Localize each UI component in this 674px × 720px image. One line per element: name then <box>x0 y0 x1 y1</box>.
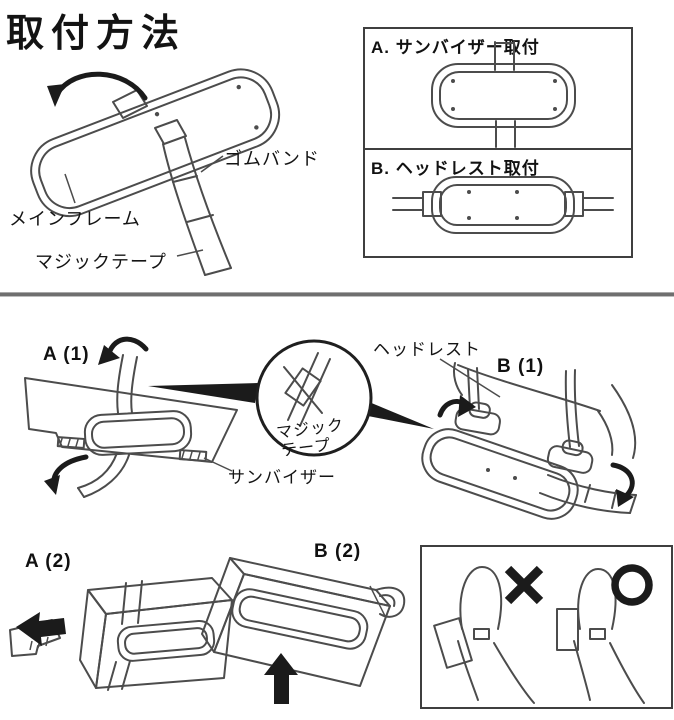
correct-mark-icon <box>611 564 653 606</box>
bottom-steps-illustration <box>9 557 406 704</box>
rotate-arrow-right-icon <box>610 462 635 507</box>
rubber-band-label: ゴムバンド <box>224 149 320 169</box>
sun-visor-leader <box>203 457 233 472</box>
band-on-tube <box>112 89 148 119</box>
main-frame-label: メインフレーム <box>9 209 141 229</box>
rotate-arrow-top-icon <box>98 336 149 365</box>
slide-left-arrow-icon <box>16 612 66 646</box>
headrest-mount-diagram <box>392 176 614 234</box>
main-frame-illustration <box>30 68 281 276</box>
usage-caution-drawing <box>433 564 653 704</box>
mounting-options-box: A. サンバイザー取付 B. ヘッドレスト取付 <box>363 27 633 258</box>
callout-pointer-left <box>148 383 258 403</box>
rotate-arrow-bottom-icon <box>44 454 89 495</box>
push-up-arrow-icon <box>264 653 298 704</box>
step-b1-label: B (1) <box>497 356 545 377</box>
wrap-arrow-icon <box>47 71 148 107</box>
option-a-cell: A. サンバイザー取付 <box>365 29 631 150</box>
headrest-caption: ヘッドレスト <box>373 340 481 359</box>
callout-pointer-right <box>368 402 434 429</box>
box-on-visor-drawing <box>9 577 233 691</box>
step-a1-label: A (1) <box>43 344 90 365</box>
wrong-example-drawing <box>433 565 544 704</box>
usage-caution-box <box>420 545 673 709</box>
correct-example-drawing <box>556 564 653 704</box>
wrong-mark-icon <box>504 565 544 605</box>
headrest-leader <box>439 358 501 398</box>
magic-tape-label: マジックテープ <box>35 252 167 272</box>
page-title: 取付方法 <box>6 13 187 55</box>
middle-steps-illustration <box>24 336 637 520</box>
sun-visor-caption: サンバイザー <box>228 468 336 487</box>
detail-callout-circle <box>148 339 434 457</box>
magic-tape-leader <box>176 249 204 257</box>
frame-drawing <box>30 68 281 276</box>
step-a2-label: A (2) <box>25 551 72 572</box>
headrest-step-drawing <box>421 358 637 520</box>
step-b2-label: B (2) <box>314 541 362 562</box>
option-b-cell: B. ヘッドレスト取付 <box>365 150 631 256</box>
sun-visor-mount-diagram <box>431 41 576 148</box>
rubber-band-leader <box>200 155 224 173</box>
main-frame-leader <box>64 173 76 204</box>
section-divider <box>0 292 674 297</box>
rotate-arrow-left-icon <box>437 395 476 418</box>
box-on-headrest-drawing <box>201 557 406 704</box>
option-b-title: B. ヘッドレスト取付 <box>371 159 540 178</box>
sun-visor-step-drawing <box>24 336 238 498</box>
